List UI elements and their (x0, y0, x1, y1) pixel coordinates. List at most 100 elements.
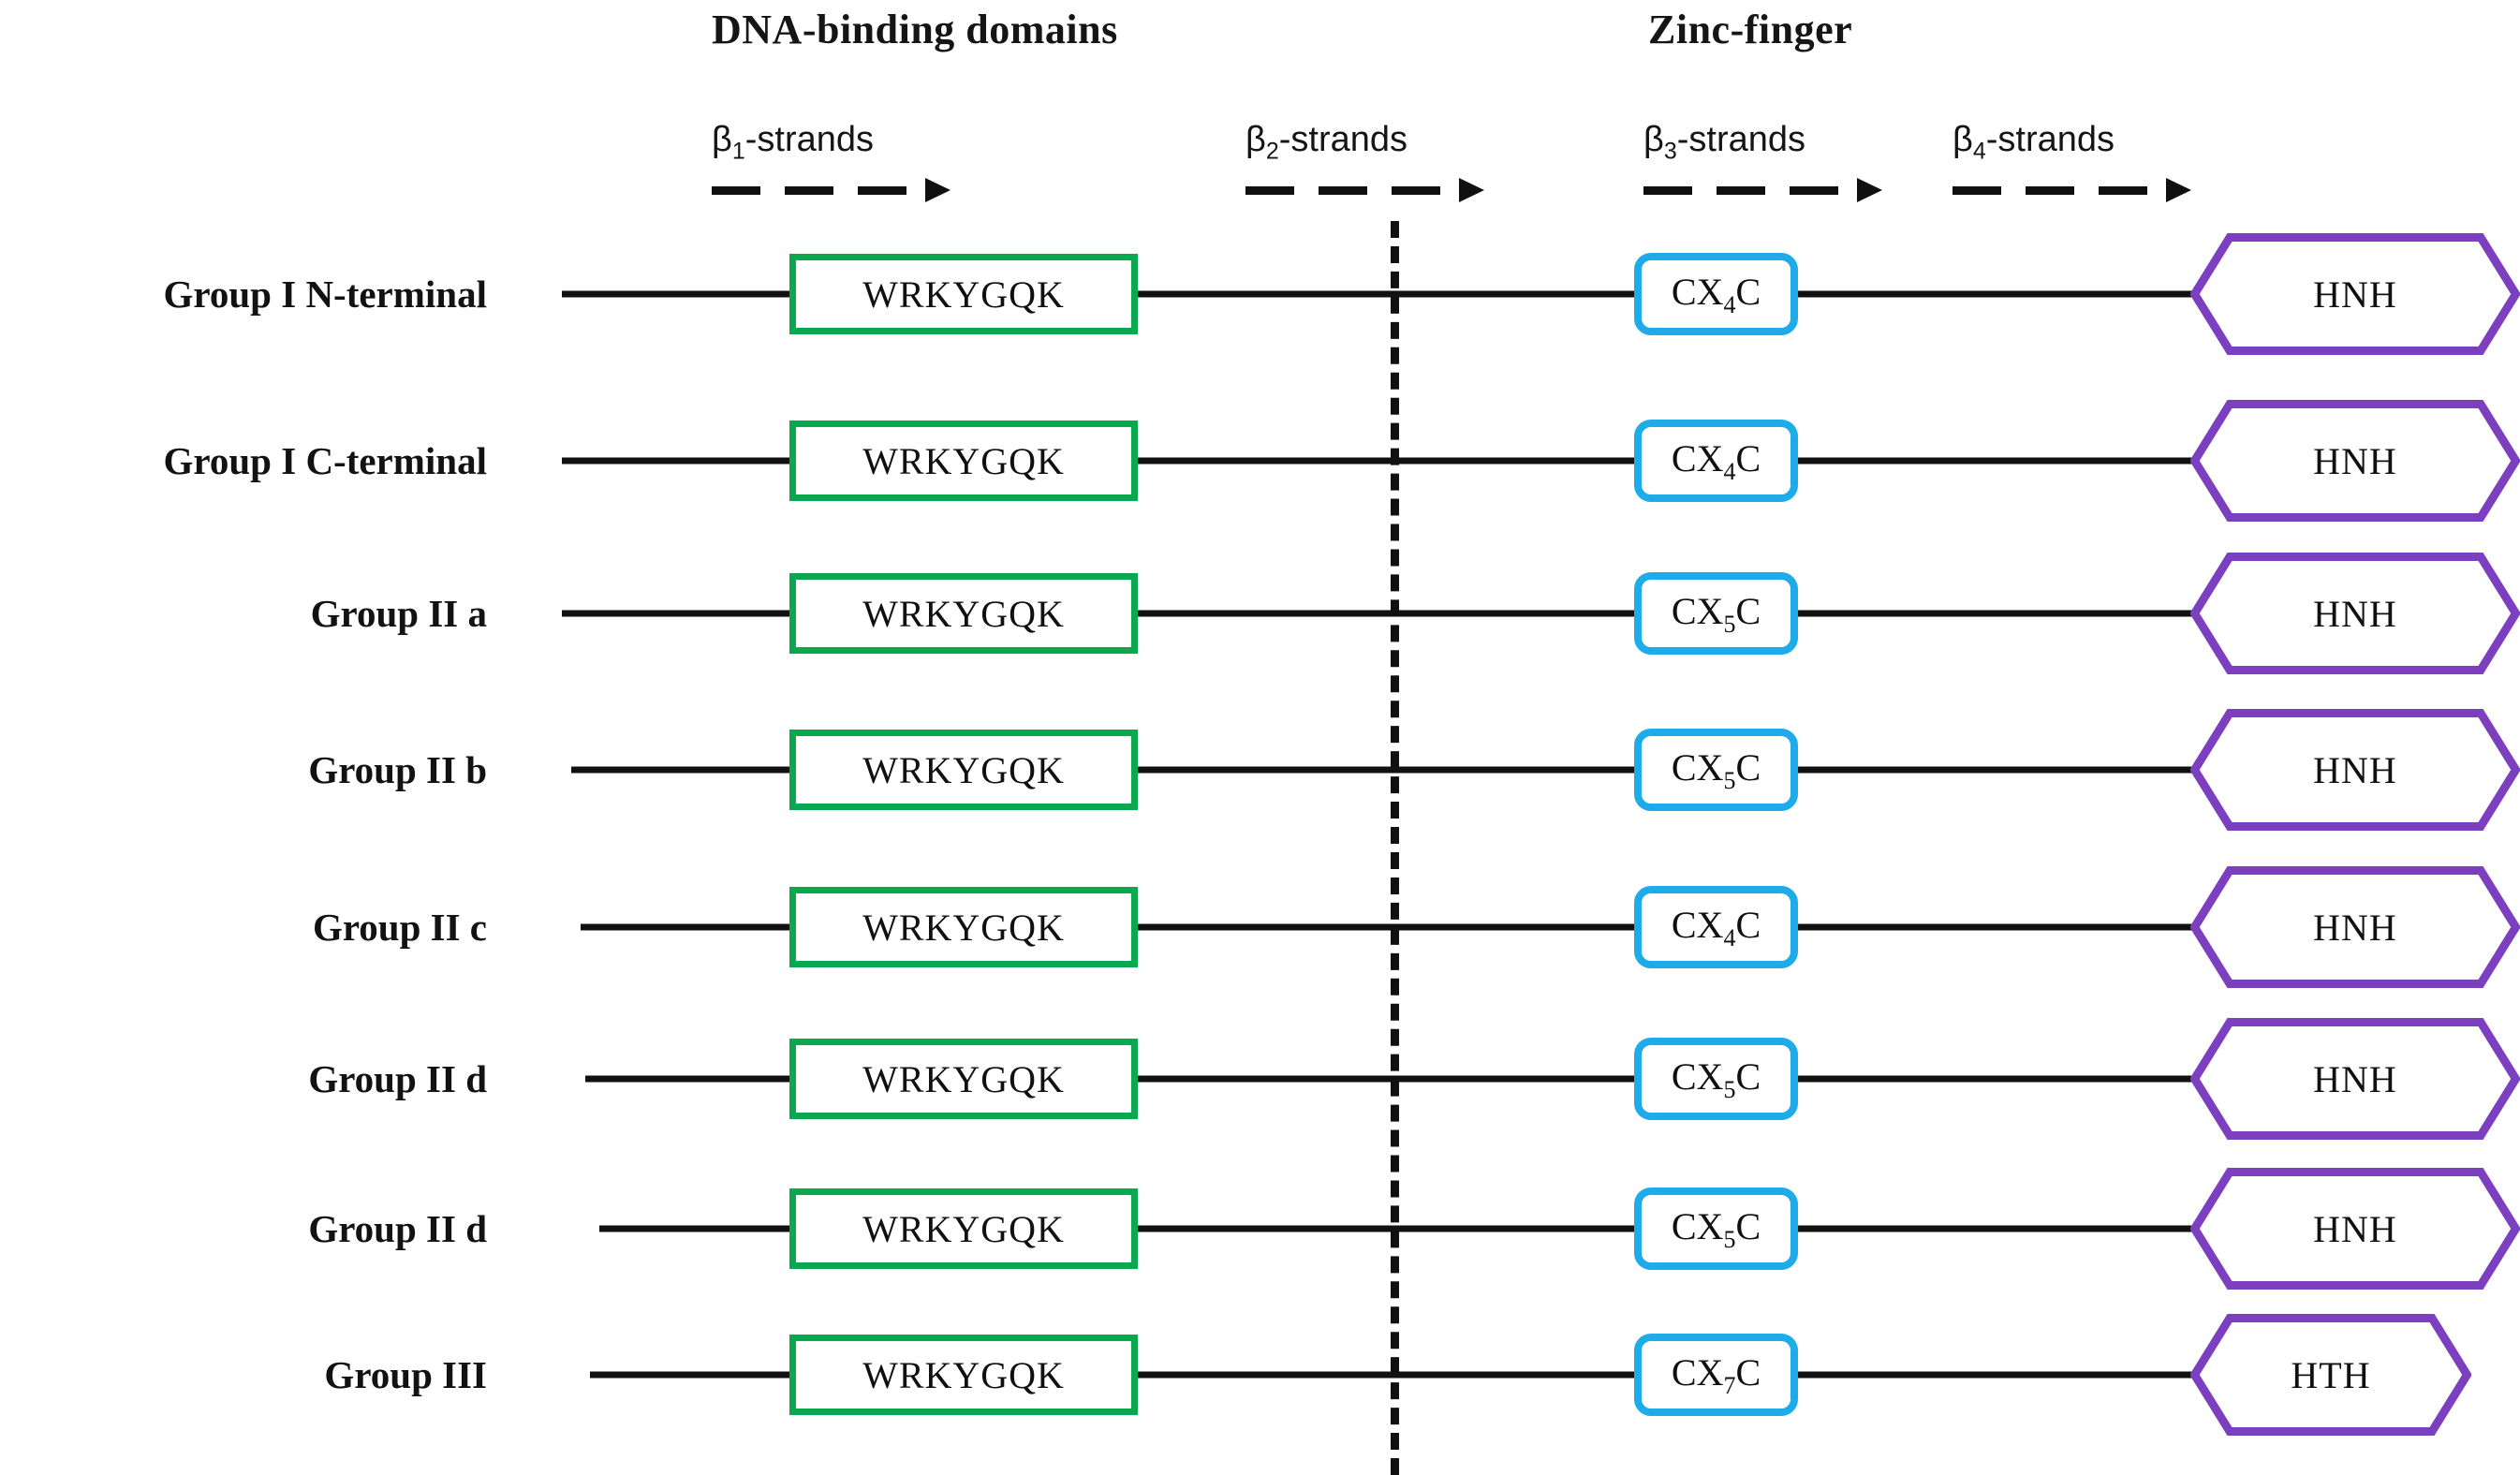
nuclease-domain-hexagon-8: HTH (2190, 1314, 2471, 1436)
nuclease-domain-label-2: HNH (2190, 400, 2520, 522)
connector-right-4 (1792, 766, 2215, 774)
nuclease-domain-hexagon-1: HNH (2190, 233, 2520, 355)
arrow-dash (1953, 186, 2001, 195)
zinc-finger-label-4: CX5C (1671, 745, 1761, 794)
beta-strand-arrow-1 (712, 178, 951, 202)
nuclease-domain-label-7: HNH (2190, 1168, 2520, 1290)
connector-right-1 (1792, 290, 2215, 298)
beta-strand-label-1: β1-strands (712, 120, 875, 165)
wrky-domain-label-8: WRKYGQK (862, 1353, 1065, 1396)
zinc-finger-label-8: CX7C (1671, 1350, 1761, 1399)
zinc-finger-label-1: CX4C (1671, 270, 1761, 318)
zinc-finger-box-2: CX4C (1634, 420, 1798, 502)
connector-middle-3 (1134, 610, 1640, 617)
nuclease-domain-hexagon-3: HNH (2190, 553, 2520, 674)
nuclease-domain-text-7: HNH (2313, 1207, 2397, 1250)
nuclease-domain-text-2: HNH (2313, 439, 2397, 482)
group-row-label-7: Group II d (308, 1207, 487, 1250)
nuclease-domain-hexagon-7: HNH (2190, 1168, 2520, 1290)
arrow-dash (1245, 186, 1294, 195)
wrky-domain-label-4: WRKYGQK (862, 748, 1065, 791)
arrow-head-icon (1459, 178, 1484, 202)
beta-strand-arrow-2 (1245, 178, 1484, 202)
beta2-vertical-dashed-divider (1391, 221, 1399, 1475)
wrky-domain-label-5: WRKYGQK (862, 906, 1065, 949)
arrow-head-icon (2166, 178, 2191, 202)
connector-left-8 (590, 1371, 793, 1379)
connector-right-5 (1792, 923, 2215, 931)
connector-left-1 (562, 290, 793, 298)
arrow-dash (785, 186, 833, 195)
connector-middle-7 (1134, 1225, 1640, 1232)
wrky-domain-box-4: WRKYGQK (789, 730, 1138, 810)
connector-middle-6 (1134, 1075, 1640, 1083)
arrow-dash (1790, 186, 1838, 195)
arrow-dash (2099, 186, 2147, 195)
connector-middle-8 (1134, 1371, 1640, 1379)
nuclease-domain-text-1: HNH (2313, 273, 2397, 316)
group-row-label-4: Group II b (308, 748, 487, 791)
group-row-label-1: Group I N-terminal (163, 273, 487, 316)
zinc-finger-box-1: CX4C (1634, 253, 1798, 335)
zinc-finger-box-8: CX7C (1634, 1334, 1798, 1416)
group-row-label-3: Group II a (310, 592, 487, 635)
nuclease-domain-hexagon-4: HNH (2190, 709, 2520, 831)
arrow-dash (1643, 186, 1692, 195)
connector-left-5 (581, 923, 793, 931)
group-row-label-2: Group I C-terminal (163, 439, 487, 482)
wrky-domain-box-5: WRKYGQK (789, 887, 1138, 967)
wrky-domain-label-2: WRKYGQK (862, 439, 1065, 482)
connector-right-7 (1792, 1225, 2215, 1232)
beta-strand-arrow-3 (1643, 178, 1882, 202)
nuclease-domain-text-4: HNH (2313, 748, 2397, 791)
wrky-domain-label-3: WRKYGQK (862, 592, 1065, 635)
wrky-domain-label-1: WRKYGQK (862, 273, 1065, 316)
arrow-dash (1392, 186, 1440, 195)
arrow-dash (2026, 186, 2074, 195)
connector-left-2 (562, 457, 793, 465)
beta-strand-arrow-4 (1953, 178, 2191, 202)
nuclease-domain-text-8: HTH (2291, 1353, 2371, 1396)
section-title-1: DNA-binding domains (712, 7, 1118, 52)
zinc-finger-box-7: CX5C (1634, 1187, 1798, 1270)
connector-middle-2 (1134, 457, 1640, 465)
nuclease-domain-label-8: HTH (2190, 1314, 2471, 1436)
wrky-domain-box-1: WRKYGQK (789, 254, 1138, 334)
wrky-domain-box-7: WRKYGQK (789, 1188, 1138, 1269)
zinc-finger-box-5: CX4C (1634, 886, 1798, 968)
wrky-domain-box-3: WRKYGQK (789, 573, 1138, 654)
connector-middle-1 (1134, 290, 1640, 298)
zinc-finger-label-3: CX5C (1671, 589, 1761, 638)
nuclease-domain-label-5: HNH (2190, 866, 2520, 988)
beta-strand-label-2: β2-strands (1245, 120, 1408, 165)
arrow-dash (1717, 186, 1765, 195)
wrky-domain-label-6: WRKYGQK (862, 1057, 1065, 1100)
nuclease-domain-label-4: HNH (2190, 709, 2520, 831)
beta-strand-label-3: β3-strands (1643, 120, 1806, 165)
nuclease-domain-label-1: HNH (2190, 233, 2520, 355)
wrky-domain-box-8: WRKYGQK (789, 1335, 1138, 1415)
arrow-dash (1319, 186, 1367, 195)
zinc-finger-label-2: CX4C (1671, 436, 1761, 485)
group-row-label-6: Group II d (308, 1057, 487, 1100)
zinc-finger-box-3: CX5C (1634, 572, 1798, 655)
connector-right-2 (1792, 457, 2215, 465)
nuclease-domain-hexagon-5: HNH (2190, 866, 2520, 988)
arrow-head-icon (925, 178, 951, 202)
section-title-2: Zinc-finger (1648, 7, 1853, 52)
nuclease-domain-label-3: HNH (2190, 553, 2520, 674)
arrow-head-icon (1857, 178, 1882, 202)
zinc-finger-box-6: CX5C (1634, 1038, 1798, 1120)
nuclease-domain-text-5: HNH (2313, 906, 2397, 949)
group-row-label-8: Group III (324, 1353, 487, 1396)
nuclease-domain-label-6: HNH (2190, 1018, 2520, 1140)
connector-right-8 (1792, 1371, 2215, 1379)
nuclease-domain-hexagon-2: HNH (2190, 400, 2520, 522)
connector-left-6 (585, 1075, 793, 1083)
wrky-domain-box-2: WRKYGQK (789, 420, 1138, 501)
connector-middle-4 (1134, 766, 1640, 774)
nuclease-domain-hexagon-6: HNH (2190, 1018, 2520, 1140)
zinc-finger-label-6: CX5C (1671, 1055, 1761, 1103)
connector-left-4 (571, 766, 793, 774)
